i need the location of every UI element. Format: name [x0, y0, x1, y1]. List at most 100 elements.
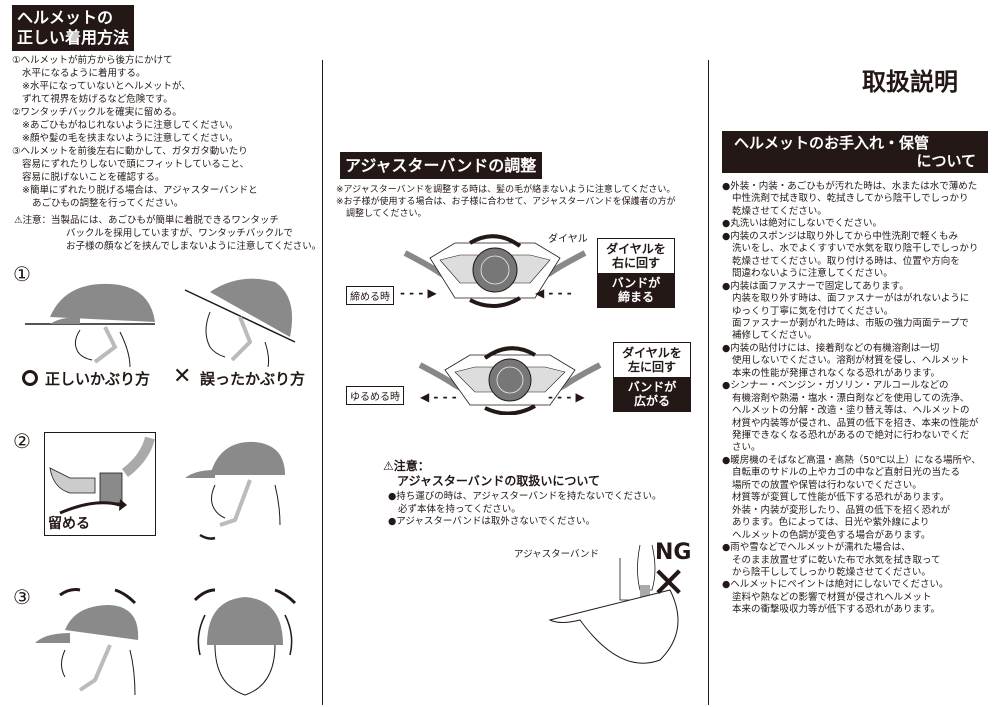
- text-line: ●持ち運びの時は、アジャスターバンドを持たないでください。: [388, 491, 662, 502]
- instruction-text: 左に回す: [627, 360, 676, 374]
- ng-cross-icon: ✕: [651, 558, 687, 607]
- document-title: 取扱説明: [862, 68, 958, 96]
- text-line: 発揮できなくなる恐れがあるので絶対に行わないでくだ: [732, 430, 970, 441]
- text-line: 自転車のサドルの上やカゴの中など直射日光の当たる: [732, 467, 961, 479]
- text-line: 面ファスナーが剥がれた時は、市販の強力両面テープで: [732, 317, 969, 329]
- arrow-outward-right: - - - ▶: [548, 390, 585, 404]
- instruction-text: 右に回す: [611, 256, 660, 270]
- text-line: ヘルメットの色調が変色する場合があります。: [732, 529, 931, 541]
- arrow-inward-left: - - - ▶: [400, 286, 437, 300]
- text-line: バックルを採用していますが、ワンタッチバックルで: [66, 228, 293, 239]
- text-line: 洗いをし、水でよくすすいで水気を取り陰干しでしっかり: [732, 243, 979, 255]
- result-text: 締まる: [617, 290, 654, 304]
- text-line: 補修してください。: [732, 330, 817, 342]
- text-line: ※簡単にずれたり脱げる場合は、アジャスターバンドと: [22, 185, 258, 196]
- correct-wearing-label: 正しいかぶり方: [45, 370, 151, 388]
- title-line: 正しい着用方法: [17, 28, 130, 47]
- text-line: 水平になるように着用する。: [22, 68, 146, 79]
- correct-mark-icon: [22, 370, 38, 386]
- text-line: ①ヘルメットが前方から後方にかけて: [12, 55, 173, 66]
- section-title-care-storage: ヘルメットのお手入れ・保管 について: [722, 131, 988, 173]
- text-line: ●アジャスターバンドは取外さないでください。: [388, 516, 596, 527]
- text-line: から陰干ししてしっかり乾燥させてください。: [732, 566, 931, 578]
- ng-label: NG: [655, 540, 692, 565]
- text-line: 材質等が変質して性能が低下する恐れがあります。: [732, 492, 950, 504]
- helmet-shake-front-illustration: [193, 588, 297, 696]
- buckle-illustration: [49, 436, 155, 515]
- loosen-tag: ゆるめる時: [346, 386, 404, 405]
- text-line: ※あごひもがねじれないように注意してください。: [22, 120, 239, 131]
- instruction-text: ダイヤルを: [622, 346, 682, 360]
- text-line: 内装を取り外す時は、面ファスナーがはがれないように: [732, 293, 970, 305]
- text-line: あります。色によっては、日光や紫外線により: [732, 517, 930, 529]
- result-text: 広がる: [633, 394, 670, 408]
- text-line: 場所での放置や保管は行わないでください。: [732, 479, 922, 491]
- section-title-adjuster-band: アジャスターバンドの調整: [340, 152, 542, 179]
- text-line: ●外装・内装・あごひもが汚れた時は、水または水で薄めた: [722, 181, 978, 192]
- column-divider: [322, 60, 323, 705]
- text-line: ●内装のスポンジは取り外してから中性洗剤で軽くもみ: [722, 230, 959, 242]
- band-label: アジャスターバンド: [514, 549, 600, 560]
- step-number: ②: [13, 429, 31, 453]
- ng-helmet-carry-illustration: [548, 544, 679, 664]
- text-line: ●丸洗いは絶対にしないでください。: [722, 218, 883, 230]
- text-line: ●内装は面ファスナーで固定してあります。: [722, 280, 909, 292]
- text-line: 塗料や熱などの影響で材質が侵されヘルメット: [732, 591, 932, 603]
- text-line: ※水平になっていないとヘルメットが、: [22, 81, 191, 92]
- text-line: 容易にずれたりしないで頭にフィットしていること、: [22, 159, 249, 170]
- step-number: ①: [13, 262, 31, 286]
- text-line: 必ず本体を持ってください。: [398, 503, 521, 515]
- text-line: ⚠注意：当製品には、あごひもが簡単に着脱できるワンタッチ: [14, 215, 279, 226]
- text-line: ●シンナー・ベンジン・ガソリン・アルコールなどの: [722, 380, 949, 392]
- text-line: 有機溶剤や熱湯・塩水・漂白剤などを使用しての洗浄、: [732, 392, 970, 404]
- buckle-detail-box: 留める: [44, 432, 156, 536]
- text-line: 乾燥させてください。取り付ける時は、位置や方向を: [732, 255, 960, 267]
- result-text: バンドが: [611, 276, 661, 290]
- text-line: 間違わないように注意してください。: [732, 268, 893, 280]
- text-line: ●内装の貼付けには、接着剤などの有機溶剤は一切: [722, 342, 940, 354]
- result-text: バンドが: [627, 380, 677, 394]
- text-line: 本来の性能が発揮されなくなる恐れがあります。: [732, 367, 941, 379]
- section-title-correct-wearing: ヘルメットの 正しい着用方法: [12, 5, 134, 51]
- helmet-buckle-illustration: [185, 441, 285, 540]
- text-line: 乾燥させてください。: [732, 205, 827, 217]
- title-line: ヘルメットの: [17, 8, 114, 27]
- text-line: お子様の顔などを挟んでしまないように注意してください。: [66, 241, 322, 252]
- text-line: 外装・内装が変形したり、品質の低下を招く恐れが: [732, 504, 951, 516]
- arrow-outward-left: ◀ - - -: [420, 390, 457, 404]
- caution-title: アジャスターバンドの取扱いについて: [397, 474, 601, 488]
- text-line: 調整してください。: [346, 209, 427, 219]
- step-number: ③: [13, 585, 31, 609]
- arrow-inward-right: ◀ - - -: [535, 286, 572, 300]
- text-line: ●ヘルメットにペイントは絶対にしないでください。: [722, 579, 949, 591]
- title-line: ヘルメットのお手入れ・保管: [734, 134, 930, 152]
- fasten-label: 留める: [48, 516, 90, 532]
- text-line: ヘルメットの分解・改造・塗り替え等は、ヘルメットの: [732, 405, 970, 417]
- helmet-shake-side-illustration: [35, 588, 139, 696]
- text-line: ※お子様が使用する場合は、お子様に合わせて、アジャスターバンドを保護者の方が: [336, 197, 676, 207]
- text-line: あごひもの調整を行ってください。: [32, 198, 184, 209]
- text-line: 材質や内装等が侵され、品質の低下を招き、本来の性能が: [732, 417, 979, 429]
- helmet-wrong-illustration: [184, 278, 296, 367]
- helmet-correct-illustration: [25, 283, 155, 367]
- text-line: さい。: [732, 442, 761, 454]
- text-line: ずれて視界を妨げるなど危険です。: [22, 94, 173, 105]
- caution-heading: ⚠注意：: [383, 459, 430, 473]
- loosen-instruction-box: ダイヤルを左に回す バンドが広がる: [613, 342, 691, 412]
- text-line: 中性洗剤で拭き取り、乾拭きしてから陰干しでしっかり: [732, 193, 969, 205]
- tighten-tag: 締める時: [346, 286, 394, 305]
- text-line: そのまま放置せずに乾いた布で水気を拭き取って: [732, 554, 941, 566]
- instruction-text: ダイヤルを: [606, 242, 666, 256]
- text-line: 使用しないでください。溶剤が材質を侵し、ヘルメット: [732, 355, 970, 367]
- text-line: ゆっくり丁寧に気を付けてください。: [732, 305, 894, 317]
- text-line: ※アジャスターバンドを調整する時は、髪の毛が絡まないように注意してください。: [336, 185, 676, 195]
- dial-pointer-label: ダイヤル: [548, 234, 588, 245]
- text-line: 容易に脱げないことを確認する。: [22, 172, 165, 183]
- text-line: ②ワンタッチバックルを確実に留める。: [12, 107, 182, 118]
- tighten-instruction-box: ダイヤルを右に回す バンドが締まる: [597, 238, 675, 308]
- text-line: ※顔や髪の毛を挟まないように注意してください。: [22, 133, 239, 144]
- text-line: 本来の衝撃吸収力等が低下する恐れがあります。: [732, 604, 941, 616]
- text-line: ●雨や雪などでヘルメットが濡れた場合は、: [722, 542, 911, 554]
- column-divider: [708, 60, 709, 705]
- dial-tighten-illustration: [403, 234, 587, 308]
